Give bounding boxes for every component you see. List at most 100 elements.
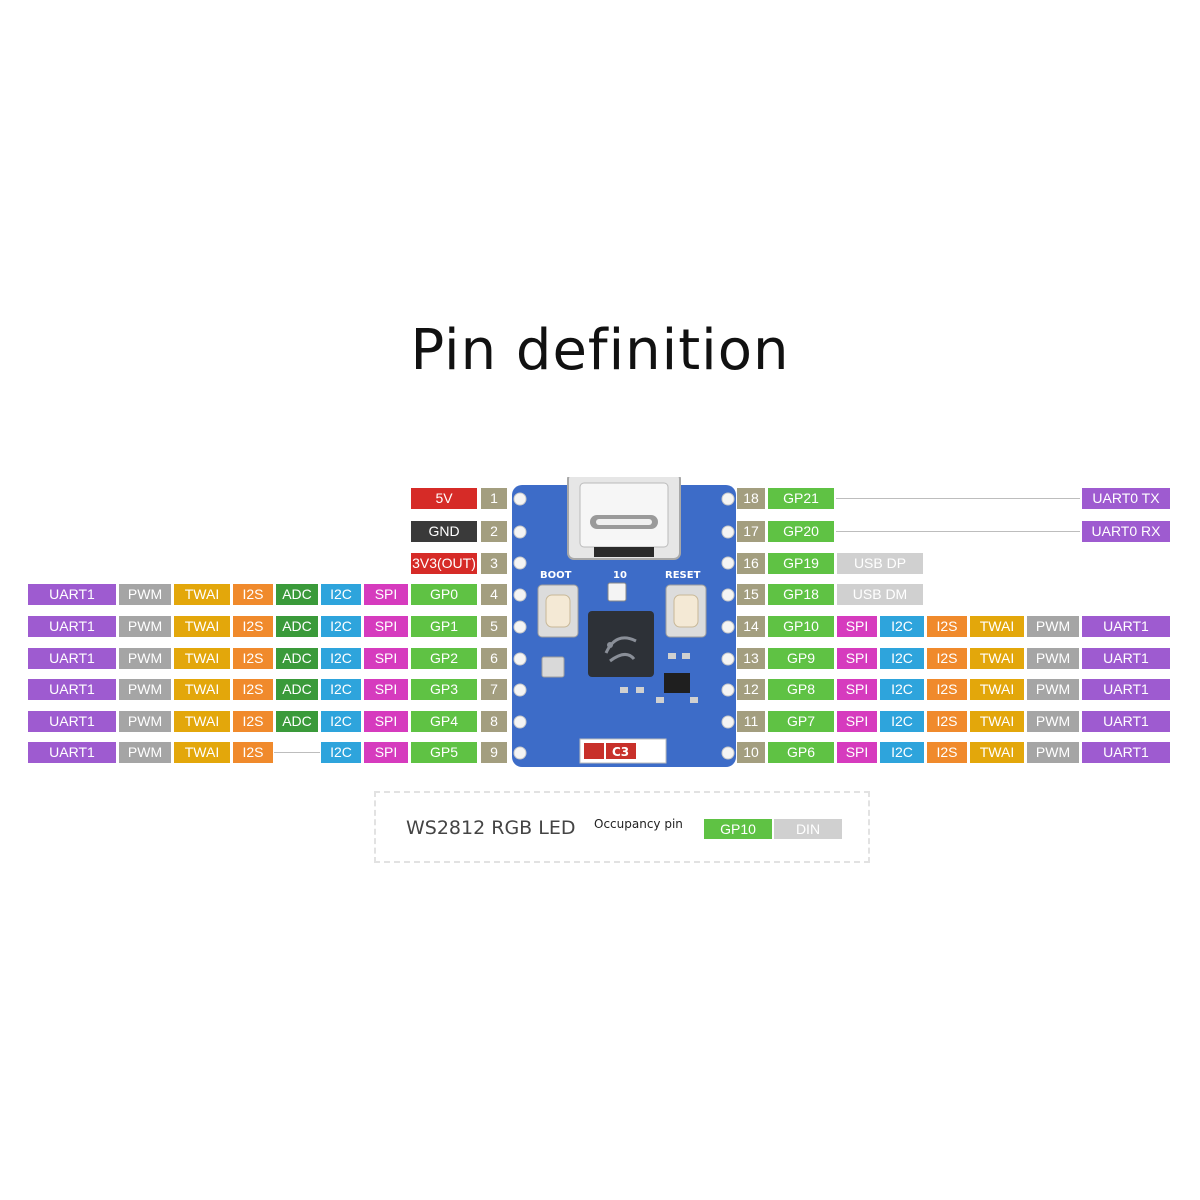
pin-label-adc: ADC	[276, 584, 318, 605]
pin-label-i2c: I2C	[880, 742, 924, 763]
pin-label-uart1: UART1	[1082, 616, 1170, 637]
pin-label-gp1: GP1	[411, 616, 477, 637]
pin-label-spi: SPI	[837, 679, 877, 700]
pin-label-spi: SPI	[837, 616, 877, 637]
pin-label-gp4: GP4	[411, 711, 477, 732]
pin-number-18: 18	[737, 488, 765, 509]
pin-number-16: 16	[737, 553, 765, 574]
pin-number-10: 10	[737, 742, 765, 763]
pin-label-i2s: I2S	[233, 616, 273, 637]
pin-label-gp8: GP8	[768, 679, 834, 700]
pin-label-uart1: UART1	[28, 742, 116, 763]
pin-number-1: 1	[481, 488, 507, 509]
pin-label-adc: ADC	[276, 616, 318, 637]
pin-label-twai: TWAI	[174, 742, 230, 763]
pin-label-spi: SPI	[837, 742, 877, 763]
pin-label-twai: TWAI	[970, 616, 1024, 637]
ws2812-legend: WS2812 RGB LED Occupancy pin GP10 DIN	[374, 791, 870, 863]
pin-label-i2c: I2C	[880, 679, 924, 700]
pin-number-14: 14	[737, 616, 765, 637]
pin-label-twai: TWAI	[174, 648, 230, 669]
pin-label-spi: SPI	[364, 742, 408, 763]
pin-label-adc: ADC	[276, 711, 318, 732]
esp32-c3-board: BOOT 10 RESET C3	[512, 477, 736, 767]
pin-label-usb-dp: USB DP	[837, 553, 923, 574]
crystal	[541, 656, 565, 678]
pin-label-adc: ADC	[276, 679, 318, 700]
pin-label-pwm: PWM	[119, 742, 171, 763]
page-title: Pin definition	[410, 318, 790, 383]
pin-label-i2c: I2C	[321, 742, 361, 763]
pin-number-6: 6	[481, 648, 507, 669]
pin-label-uart1: UART1	[28, 711, 116, 732]
leader-line	[274, 752, 320, 753]
pin-label-i2c: I2C	[321, 679, 361, 700]
pin-label-pwm: PWM	[119, 679, 171, 700]
pin-label-pwm: PWM	[119, 711, 171, 732]
pin-label-pwm: PWM	[119, 648, 171, 669]
pin-label-twai: TWAI	[970, 742, 1024, 763]
pin-label-gp2: GP2	[411, 648, 477, 669]
pin-label-twai: TWAI	[970, 679, 1024, 700]
pin-label-i2s: I2S	[233, 742, 273, 763]
pin-number-12: 12	[737, 679, 765, 700]
leader-line	[836, 498, 1080, 499]
pin-number-11: 11	[737, 711, 765, 732]
pin-label-uart1: UART1	[1082, 711, 1170, 732]
pin-label-i2s: I2S	[927, 616, 967, 637]
rgb-led	[607, 582, 627, 602]
pin-label-pwm: PWM	[119, 584, 171, 605]
pin-label-gp19: GP19	[768, 553, 834, 574]
pin-label-spi: SPI	[837, 648, 877, 669]
pin-label-uart1: UART1	[28, 616, 116, 637]
legend-din-tag: DIN	[774, 819, 842, 839]
led-silk: 10	[613, 570, 627, 581]
pin-number-15: 15	[737, 584, 765, 605]
leader-line	[836, 531, 1080, 532]
pin-label-usb-dm: USB DM	[837, 584, 923, 605]
pin-number-8: 8	[481, 711, 507, 732]
pin-number-2: 2	[481, 521, 507, 542]
pin-label-pwm: PWM	[1027, 711, 1079, 732]
pin-number-4: 4	[481, 584, 507, 605]
pin-label-i2s: I2S	[233, 711, 273, 732]
boot-button	[537, 584, 579, 638]
pin-label-twai: TWAI	[174, 616, 230, 637]
legend-subtitle: Occupancy pin	[594, 817, 683, 831]
pin-label-i2s: I2S	[233, 648, 273, 669]
pin-number-7: 7	[481, 679, 507, 700]
pin-label-i2c: I2C	[321, 584, 361, 605]
pin-label-uart1: UART1	[28, 679, 116, 700]
pin-label-gp3: GP3	[411, 679, 477, 700]
pin-label-i2c: I2C	[880, 616, 924, 637]
pin-number-13: 13	[737, 648, 765, 669]
pin-label-gp0: GP0	[411, 584, 477, 605]
pin-label-uart0-tx: UART0 TX	[1082, 488, 1170, 509]
regulator	[664, 673, 690, 693]
pin-label-gnd: GND	[411, 521, 477, 542]
pin-label-adc: ADC	[276, 648, 318, 669]
pin-label-gp20: GP20	[768, 521, 834, 542]
pin-label-uart1: UART1	[1082, 679, 1170, 700]
pin-label-pwm: PWM	[1027, 648, 1079, 669]
pin-label-uart1: UART1	[1082, 648, 1170, 669]
pin-label-i2c: I2C	[321, 711, 361, 732]
pin-label-i2c: I2C	[880, 711, 924, 732]
pin-label-gp21: GP21	[768, 488, 834, 509]
pin-label-spi: SPI	[364, 648, 408, 669]
pin-number-3: 3	[481, 553, 507, 574]
pin-label-i2c: I2C	[321, 616, 361, 637]
pin-label-uart0-rx: UART0 RX	[1082, 521, 1170, 542]
pin-label-5v: 5V	[411, 488, 477, 509]
pin-label-3v3-out: 3V3(OUT)	[411, 553, 477, 574]
pin-label-spi: SPI	[364, 679, 408, 700]
pin-label-gp6: GP6	[768, 742, 834, 763]
antenna: C3	[579, 738, 667, 764]
legend-gp10-tag: GP10	[704, 819, 772, 839]
pin-label-spi: SPI	[364, 584, 408, 605]
pin-label-i2s: I2S	[927, 742, 967, 763]
pin-label-spi: SPI	[364, 711, 408, 732]
pin-label-uart1: UART1	[28, 584, 116, 605]
reset-silk: RESET	[665, 570, 701, 581]
pin-label-i2c: I2C	[880, 648, 924, 669]
